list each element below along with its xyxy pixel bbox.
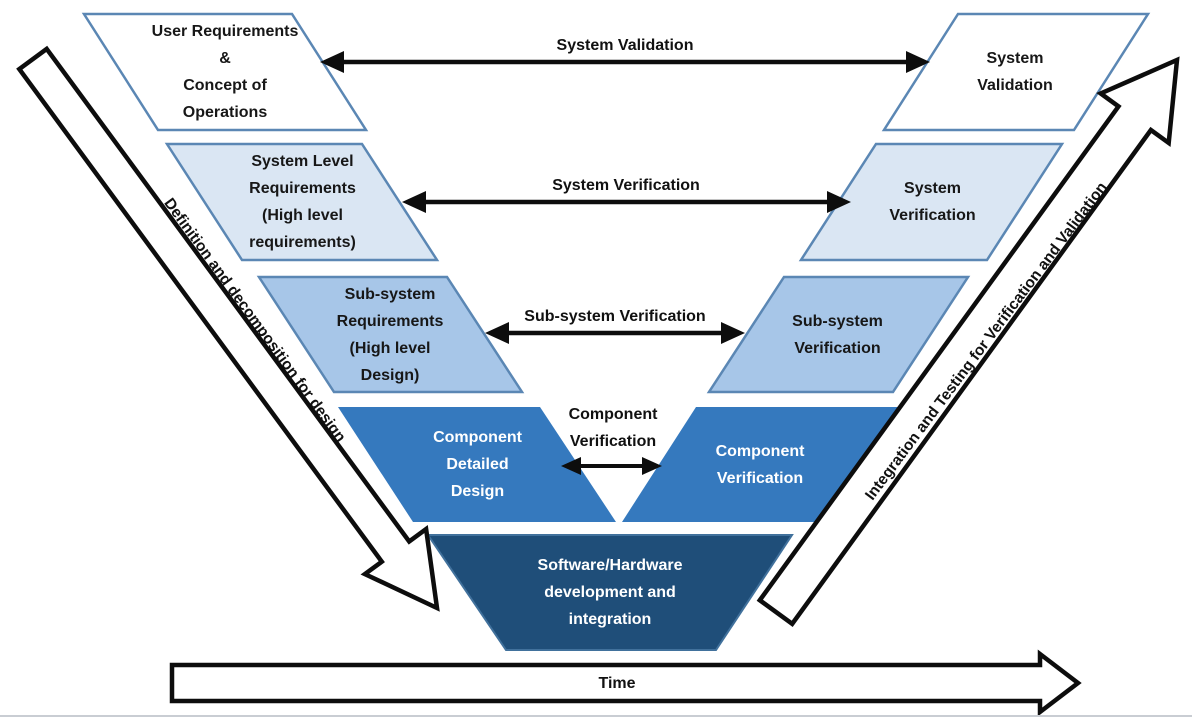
box-software-hardware-development	[426, 534, 794, 651]
bottom-divider	[0, 715, 1192, 717]
box-component-verification	[622, 407, 898, 522]
label-system-verification-arrow: System Verification	[552, 176, 700, 194]
arrow-definition-decomposition	[16, 45, 440, 612]
label-subsystem-requirements: Sub-system Requirements (High level Desi…	[336, 285, 444, 384]
label-time: Time	[598, 674, 636, 692]
label-subsystem-verification-box: Sub-system Verification	[792, 312, 883, 357]
arrow-time	[169, 649, 1082, 717]
arrow-system-validation	[320, 51, 930, 73]
box-subsystem-verification	[706, 275, 971, 394]
box-system-level-requirements	[164, 142, 440, 262]
label-system-verification-box: System Verification	[889, 180, 976, 224]
label-software-hardware-development: Software/Hardware development and integr…	[537, 557, 683, 628]
label-component-verification-box: Component Verification	[715, 442, 805, 487]
label-system-level-requirements: System Level Requirements (High level re…	[249, 153, 356, 251]
box-component-detailed-design	[338, 407, 616, 522]
label-system-validation-arrow: System Validation	[556, 36, 694, 54]
arrow-component-verification	[561, 457, 662, 475]
label-component-verification-arrow: Component Verification	[568, 406, 658, 450]
label-subsystem-verification-arrow: Sub-system Verification	[524, 307, 706, 325]
label-component-detailed-design: Component Detailed Design	[433, 429, 522, 500]
arrow-integration-testing	[756, 56, 1180, 627]
box-system-validation	[881, 12, 1151, 132]
arrow-subsystem-verification	[485, 322, 745, 344]
label-system-validation-box: System Validation	[977, 50, 1053, 94]
label-user-requirements: User Requirements & Concept of Operation…	[151, 23, 299, 121]
box-system-verification	[798, 142, 1065, 262]
box-subsystem-requirements	[256, 275, 525, 394]
arrow-system-verification	[402, 191, 851, 213]
box-user-requirements	[81, 12, 369, 132]
